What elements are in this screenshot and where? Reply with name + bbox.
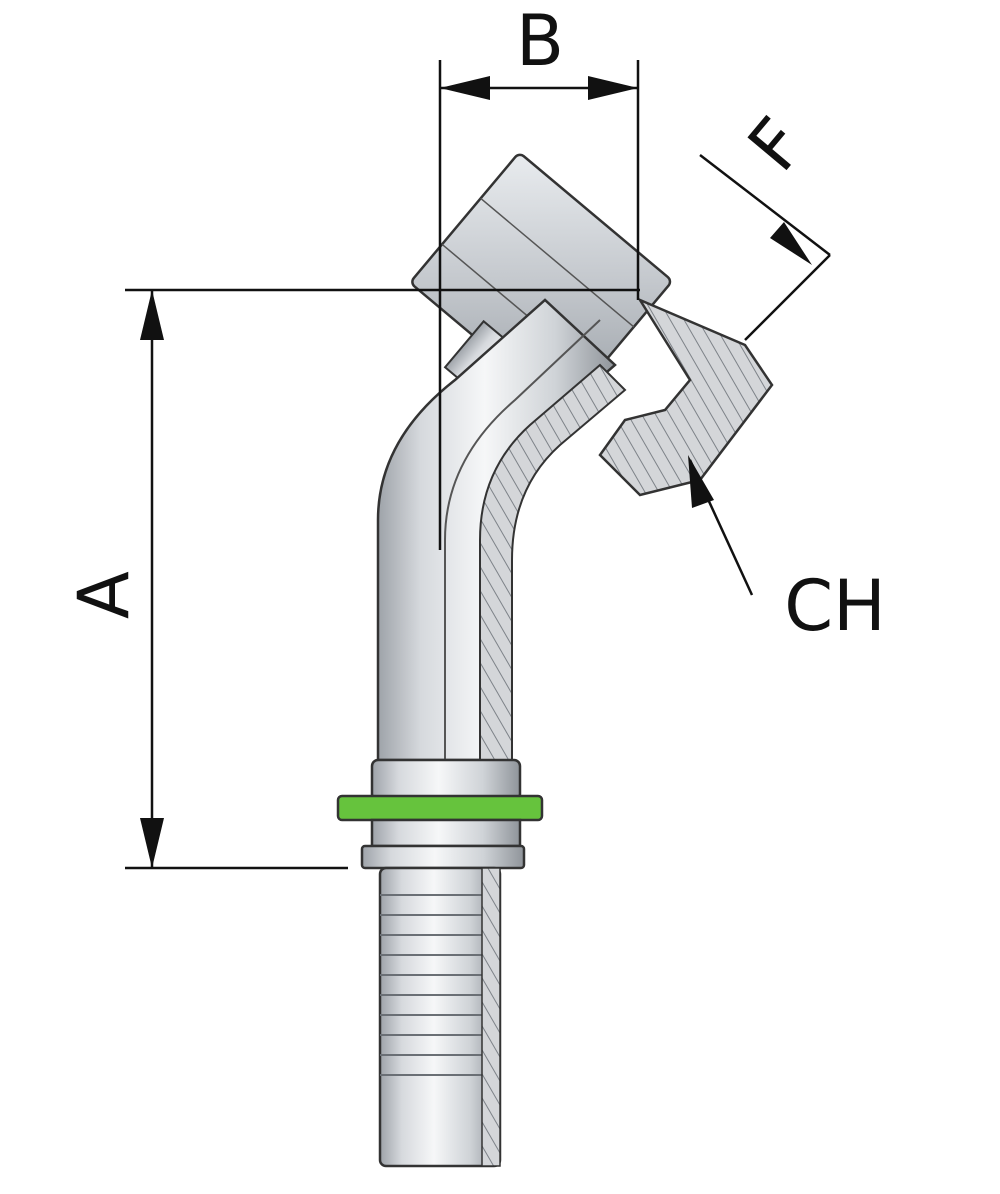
label-f: F <box>732 103 821 187</box>
label-b: B <box>516 0 564 82</box>
arrow-f <box>770 222 812 265</box>
dimension-a: A <box>63 288 640 870</box>
arrow-a-top <box>140 290 164 340</box>
hex-step <box>360 844 526 870</box>
nut-section <box>598 297 774 497</box>
arrow-b-right <box>588 76 638 100</box>
fitting-body <box>336 153 774 1168</box>
neck-ring-upper <box>370 758 522 802</box>
hose-tail <box>378 866 502 1168</box>
label-a: A <box>63 571 145 619</box>
label-ch: CH <box>784 565 886 647</box>
arrow-a-bottom <box>140 818 164 868</box>
arrow-ch <box>688 455 714 508</box>
arrow-b-left <box>440 76 490 100</box>
neck-ring-lower <box>370 818 522 848</box>
dimension-b: B <box>438 0 640 550</box>
tube-section <box>479 363 627 761</box>
dimension-f: F <box>699 103 831 341</box>
green-collar <box>336 794 544 822</box>
bore-line <box>444 319 601 1160</box>
leader-ch: CH <box>688 455 886 647</box>
